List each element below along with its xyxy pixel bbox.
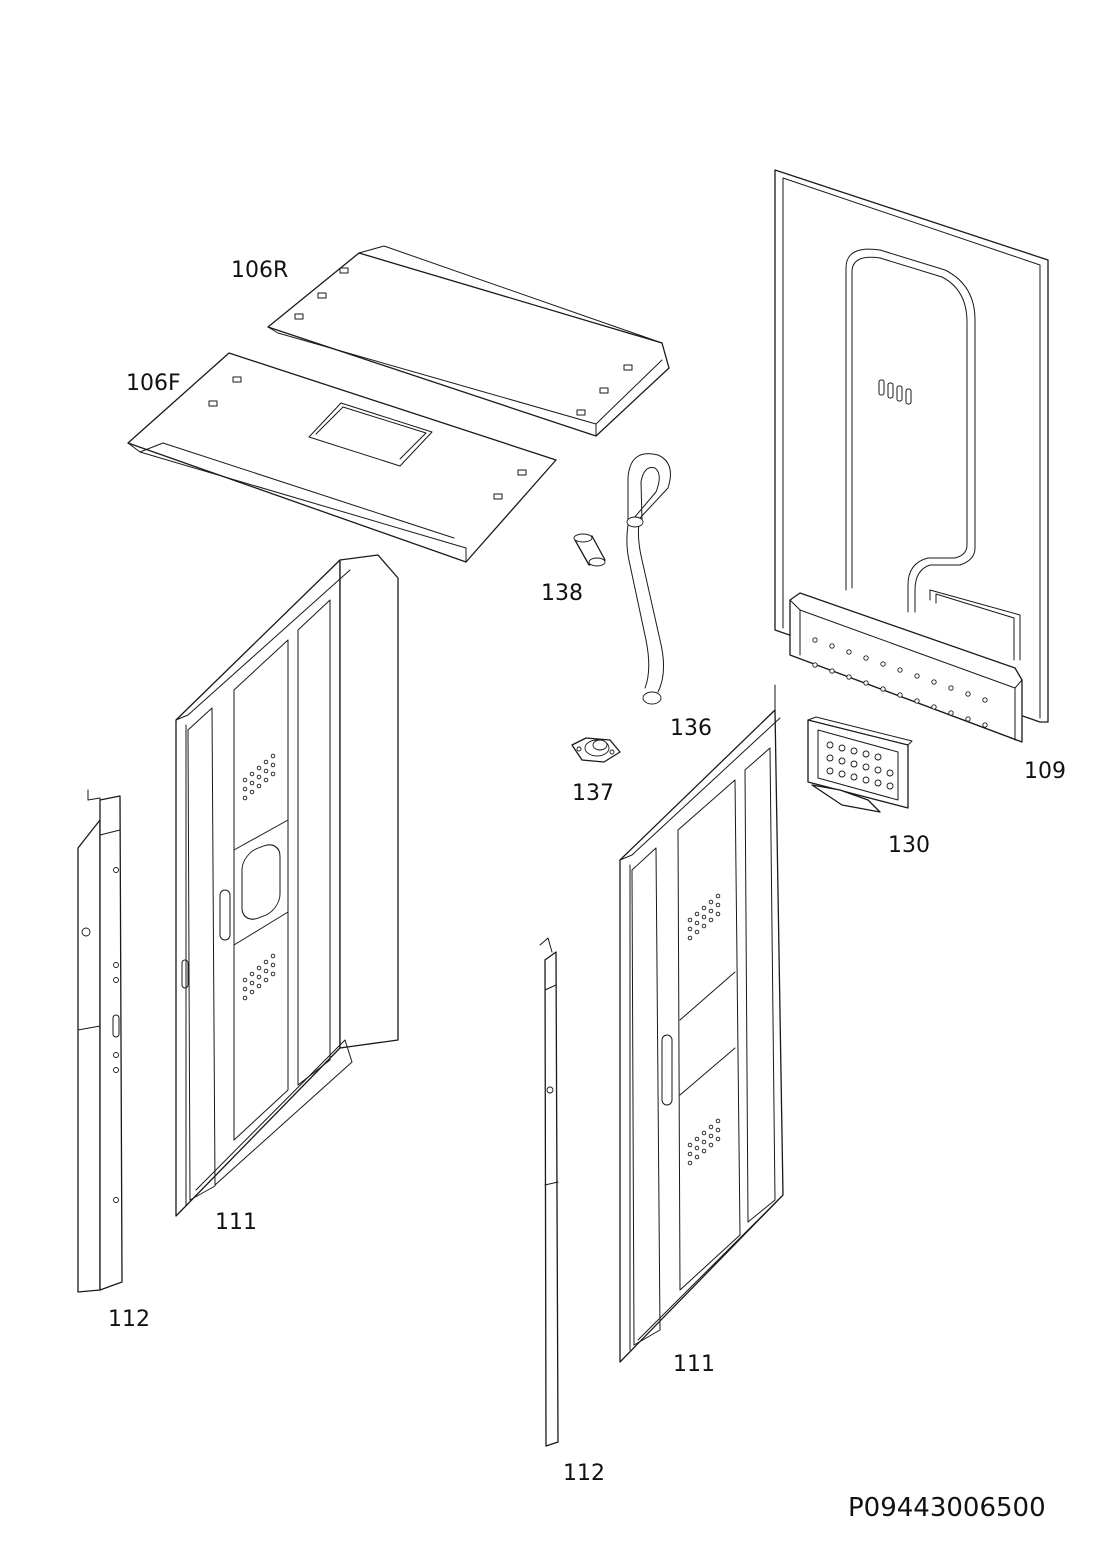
callout-106F: 106F — [126, 371, 181, 396]
callout-130: 130 — [888, 833, 930, 858]
callout-136: 136 — [670, 716, 712, 741]
callout-112-left: 112 — [108, 1307, 150, 1332]
callout-109: 109 — [1024, 759, 1066, 784]
callout-138: 138 — [541, 581, 583, 606]
part-112-left-rail — [77, 789, 123, 1293]
rear-panel-holes — [812, 637, 988, 728]
callout-111-left: 111 — [215, 1210, 257, 1235]
callout-112-right: 112 — [563, 1461, 605, 1486]
part-136-hose — [626, 453, 671, 705]
drawing-code: P09443006500 — [848, 1493, 1046, 1523]
part-137-seal — [571, 737, 621, 763]
callout-111-right: 111 — [673, 1352, 715, 1377]
part-106R-rear-top-cover — [267, 245, 670, 437]
part-109-rear-panel — [774, 169, 1049, 743]
part-138-connector — [573, 533, 606, 567]
right-panel-vent-dots — [687, 893, 721, 1166]
callout-137: 137 — [572, 781, 614, 806]
part-112-right-rail — [539, 937, 559, 1447]
part-106F-front-top-cover — [127, 352, 557, 563]
grille-holes — [826, 741, 894, 790]
callout-106R: 106R — [231, 258, 288, 283]
part-130-fan-grille — [807, 716, 913, 813]
part-111-right-side-panel — [619, 684, 784, 1363]
left-panel-vent-dots — [242, 753, 276, 1001]
part-111-left-side-panel — [175, 554, 399, 1217]
